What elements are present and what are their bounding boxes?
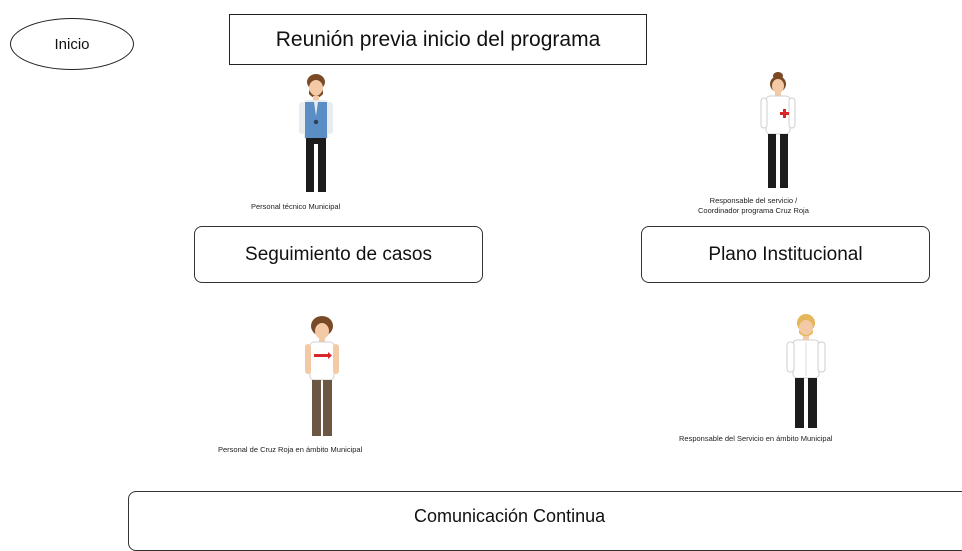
responsable-cr-caption-line2: Coordinador programa Cruz Roja: [698, 206, 809, 215]
responsable-cr-caption: Responsable del servicio / Coordinador p…: [698, 196, 809, 216]
responsable-muni-caption: Responsable del Servicio en ámbito Munic…: [679, 434, 833, 443]
meeting-title: Reunión previa inicio del programa: [275, 27, 601, 51]
person-red-shirt-icon: [305, 316, 339, 436]
person-vest-icon: [299, 74, 333, 192]
start-node: Inicio: [10, 18, 134, 70]
start-label: Inicio: [54, 35, 90, 53]
meeting-title-box: Reunión previa inicio del programa: [229, 14, 647, 65]
person-red-cross-icon: [760, 72, 796, 188]
comunicacion-label: Comunicación Continua: [414, 506, 606, 526]
comunicacion-box: Comunicación Continua: [128, 491, 962, 551]
tecnico-caption: Personal técnico Municipal: [251, 202, 341, 211]
plano-institucional-box: Plano Institucional: [641, 226, 930, 283]
personal-cr-caption: Personal de Cruz Roja en ámbito Municipa…: [218, 445, 363, 454]
person-white-shirt-icon: [786, 314, 826, 428]
responsable-cr-caption-line1: Responsable del servicio /: [709, 196, 798, 205]
seguimiento-box: Seguimiento de casos: [194, 226, 483, 283]
plano-label: Plano Institucional: [708, 243, 863, 265]
seguimiento-label: Seguimiento de casos: [245, 243, 432, 265]
